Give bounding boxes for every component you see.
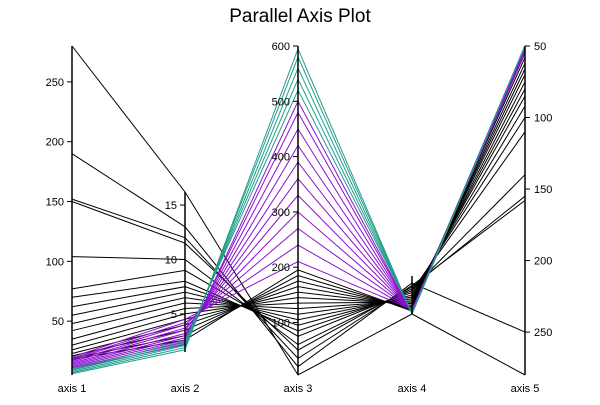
tick-label: 250 [46,77,64,89]
tick-label: 5 [171,309,177,321]
axes-group: 50 100 150 200 250 axis 1 5 10 15 axis 2 100 200 300… [46,41,553,395]
tick-label: 150 [46,197,64,209]
tick-label: 100 [534,113,552,125]
tick-label: 250 [534,327,552,339]
tick-label: 50 [52,316,64,328]
tick-label: 150 [534,184,552,196]
tick-label: 600 [272,41,290,53]
tick-label: 15 [165,200,177,212]
axis-label-1: axis 1 [58,383,87,395]
axis-label-4: axis 4 [398,383,427,395]
axis-4: axis 4 [398,276,427,395]
tick-label: 500 [272,96,290,108]
tick-label: 100 [272,317,290,329]
axis-label-5: axis 5 [511,383,540,395]
axis-5: 50 100 150 200 250 axis 5 [511,41,553,395]
tick-label: 200 [272,262,290,274]
chart-title: Parallel Axis Plot [229,6,371,27]
axis-2: 5 10 15 axis 2 [165,192,200,395]
tick-label: 50 [534,41,546,53]
axis-1: 50 100 150 200 250 axis 1 [46,46,87,395]
tick-label: 200 [46,137,64,149]
axis-label-3: axis 3 [284,383,313,395]
axis-label-2: axis 2 [171,383,200,395]
tick-label: 300 [272,207,290,219]
tick-label: 400 [272,152,290,164]
tick-label: 10 [165,254,177,266]
tick-label: 200 [534,256,552,268]
tick-label: 100 [46,256,64,268]
axis-3: 100 200 300 400 500 600 axis 3 [272,41,313,395]
